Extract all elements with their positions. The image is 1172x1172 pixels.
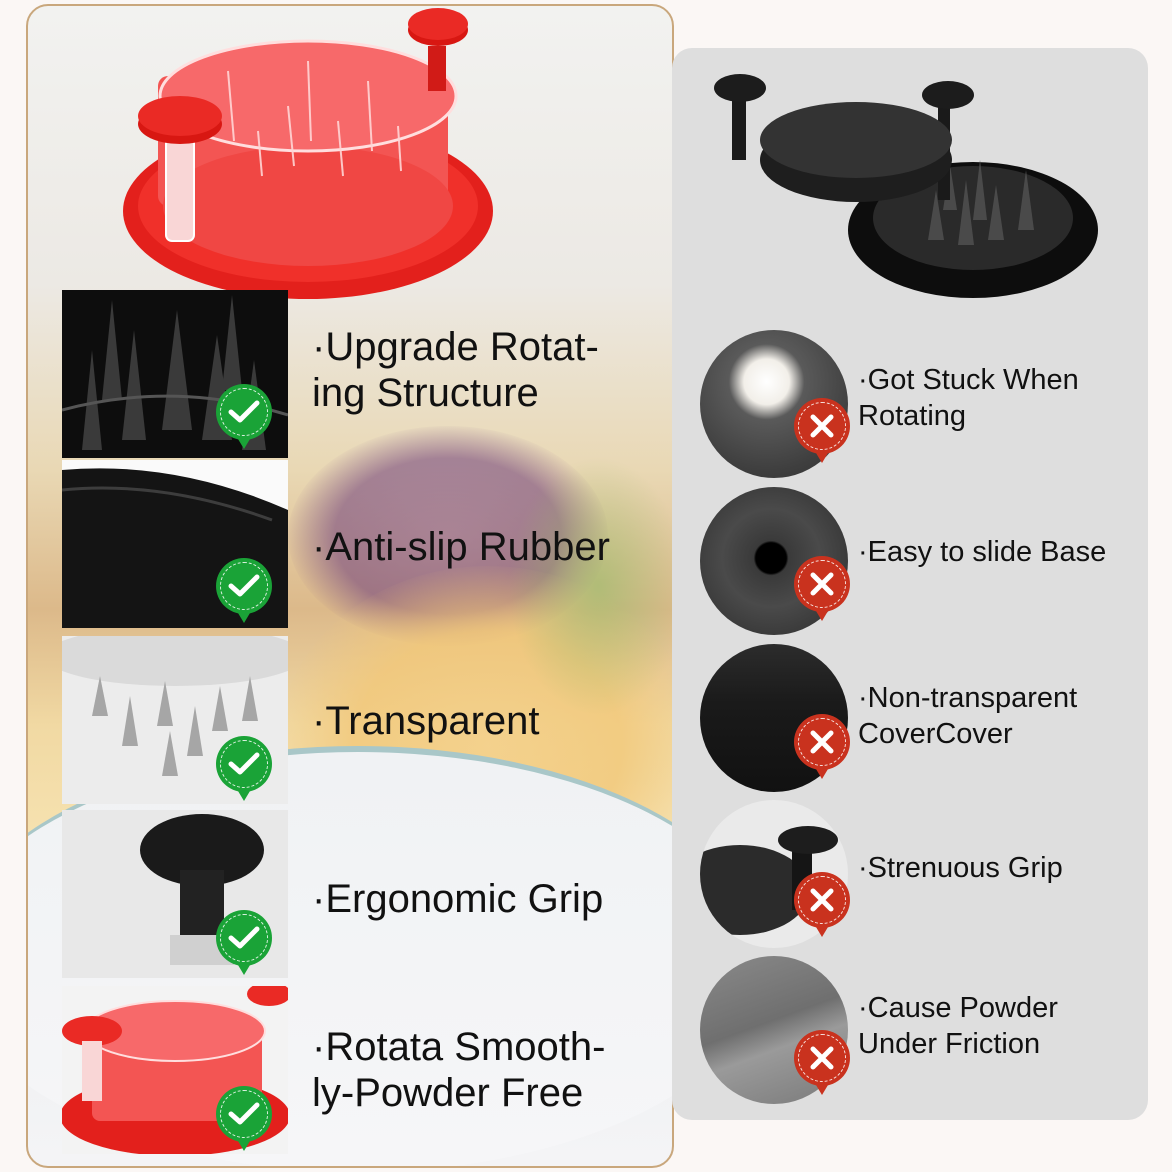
check-icon xyxy=(216,384,272,449)
feature-label-2: ·Anti-slip Rubber xyxy=(312,525,610,569)
feature-label-5: ·Rotata Smooth- ly-Powder Free xyxy=(312,1025,606,1115)
drawback-label-1: ·Got Stuck When Rotating xyxy=(858,364,1079,432)
check-icon xyxy=(216,910,272,975)
check-icon xyxy=(216,558,272,623)
drawback-label-3: ·Non-transparent CoverCover xyxy=(858,682,1078,750)
drawback-label-4: ·Strenuous Grip xyxy=(858,852,1063,884)
drawback-label-5: ·Cause Powder Under Friction xyxy=(858,992,1058,1060)
feature-label-1: ·Upgrade Rotat- ing Structure xyxy=(312,325,599,415)
thumb-grip-knob xyxy=(62,810,288,978)
red-chicken-shredder-image xyxy=(123,8,493,299)
black-shredder-image xyxy=(714,74,1098,298)
food-background-greens xyxy=(508,456,672,716)
drawback-label-2: ·Easy to slide Base xyxy=(858,536,1107,568)
x-icon xyxy=(794,714,850,779)
x-icon xyxy=(794,1030,850,1095)
x-icon xyxy=(794,556,850,621)
x-icon xyxy=(794,872,850,937)
feature-label-3: ·Transparent xyxy=(312,699,540,743)
thumb-clear-lid-spikes xyxy=(62,636,288,804)
check-icon xyxy=(216,736,272,801)
feature-label-4: ·Ergonomic Grip xyxy=(312,877,604,921)
check-icon xyxy=(216,1086,272,1151)
x-icon xyxy=(794,398,850,463)
